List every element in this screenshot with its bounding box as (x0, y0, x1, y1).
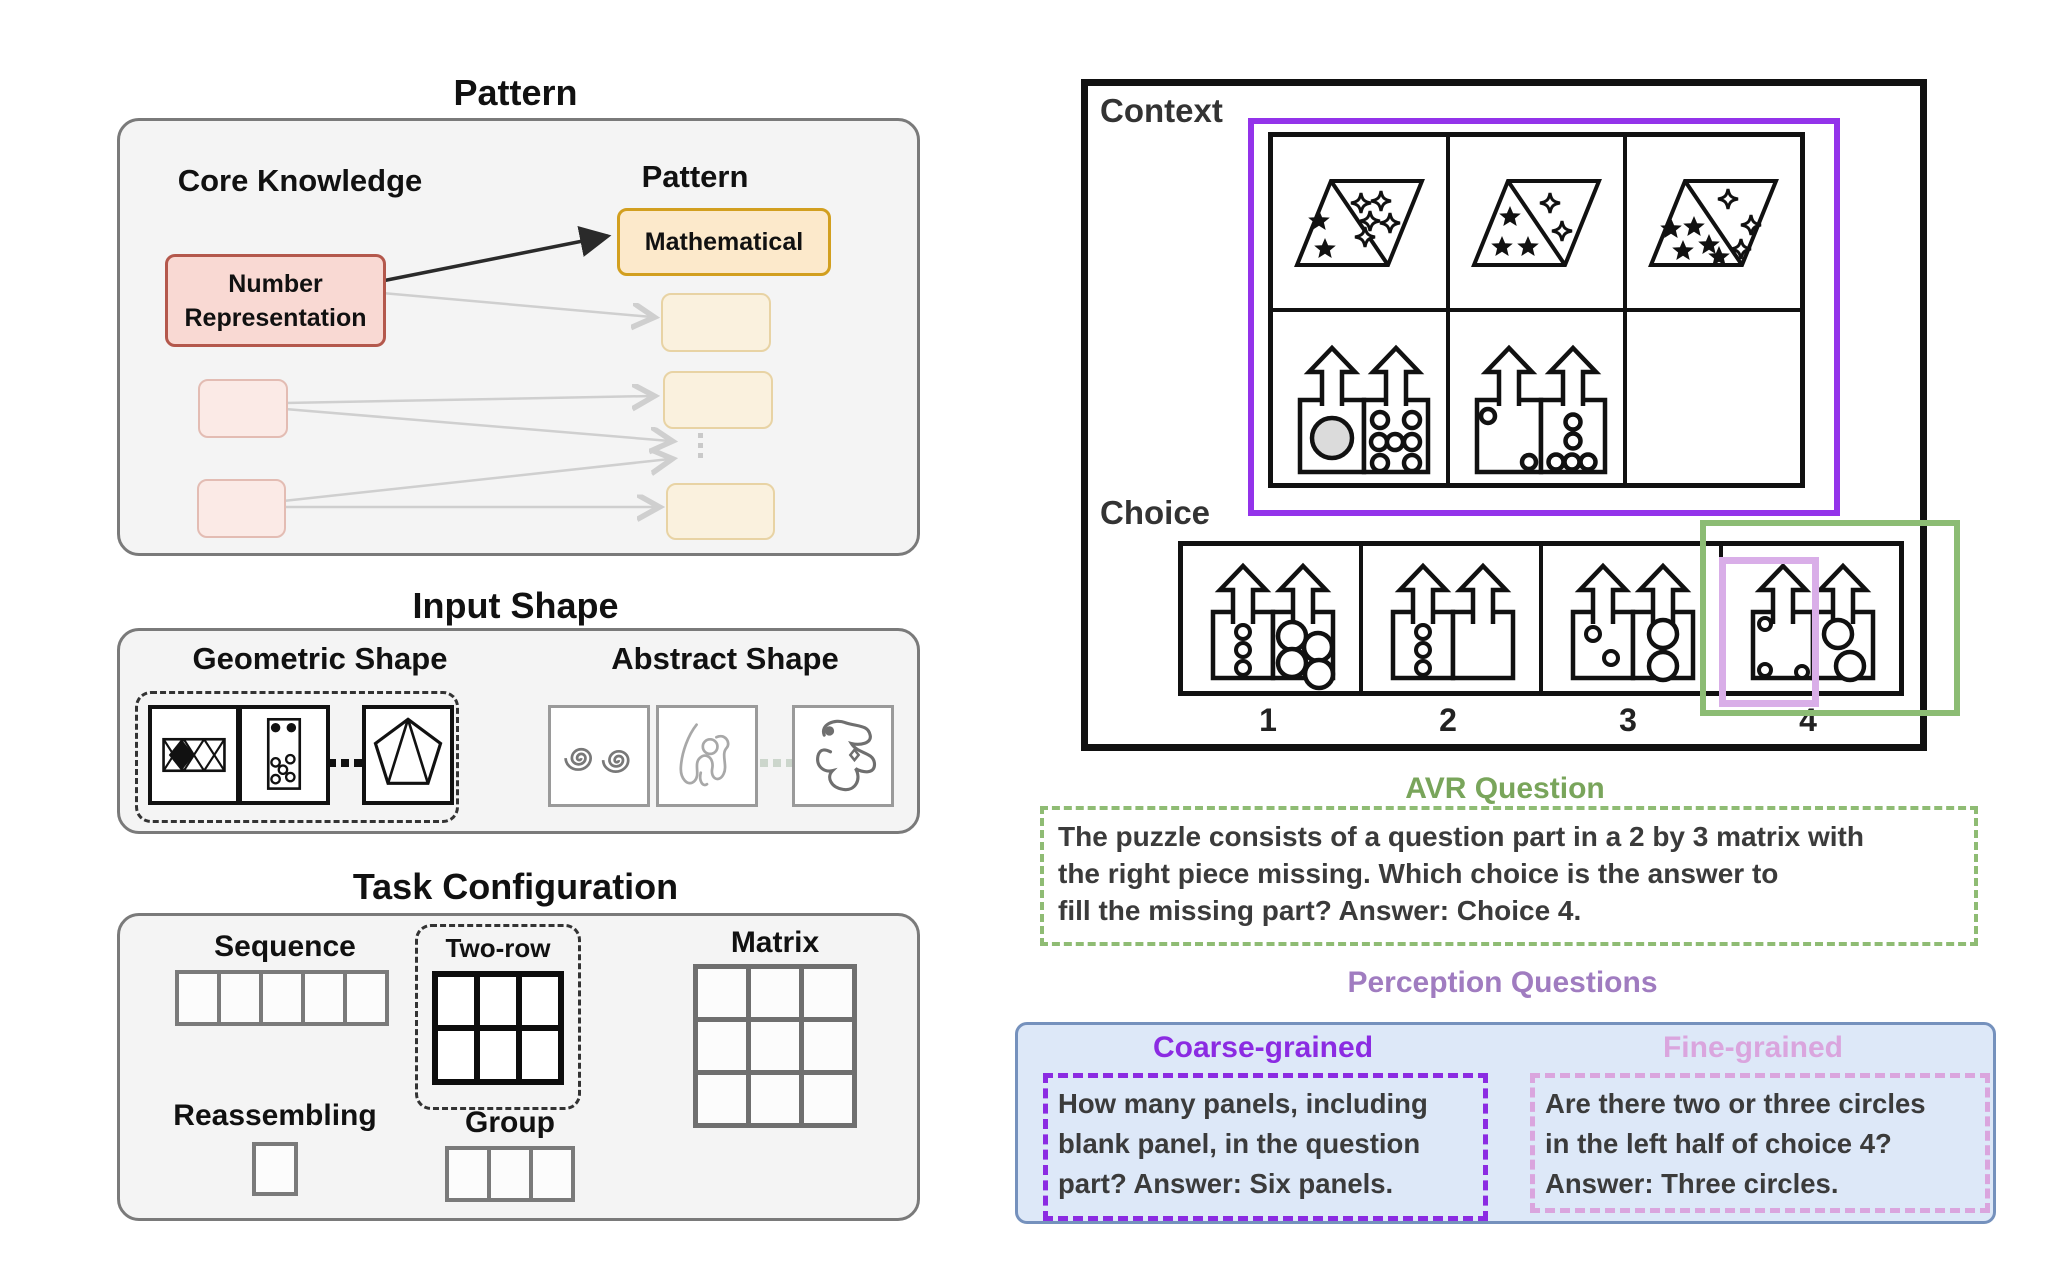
avr-question-title: AVR Question (1405, 772, 1605, 805)
context-panel-1 (1273, 137, 1446, 308)
answer-green-frame (1700, 520, 1960, 716)
arrow-core-to-mathematical (381, 226, 612, 283)
fine-line2: in the left half of choice 4? (1545, 1128, 1892, 1159)
coarse-line2: blank panel, in the question (1058, 1128, 1421, 1159)
fine-line3: Answer: Three circles. (1545, 1168, 1839, 1199)
context-purple-frame (1248, 118, 1840, 516)
vertical-ellipsis-dots (698, 433, 703, 458)
choice-label: Choice (1100, 494, 1211, 531)
coarse-line3: part? Answer: Six panels. (1058, 1168, 1394, 1199)
choice-strip (1178, 541, 1904, 696)
avr-question-line2: the right piece missing. Which choice is… (1058, 858, 1779, 889)
two-row-group-border: Two-row (415, 924, 581, 1110)
fine-line1: Are there two or three circles (1545, 1088, 1926, 1119)
choice-number-2: 2 (1439, 702, 1457, 738)
context-matrix (1268, 132, 1805, 488)
sequence-grid (175, 970, 389, 1026)
task-configuration-panel: Sequence Two-row Matrix Reassembling Gro… (117, 913, 920, 1221)
geometric-tile-crosses-icon (148, 705, 240, 805)
choice-panel-4 (1723, 546, 1899, 691)
coarse-grained-title: Coarse-grained (1152, 1031, 1374, 1064)
arrow-faded-pink2-a (282, 459, 670, 503)
pattern-section-title: Pattern (453, 72, 578, 113)
two-row-label: Two-row (445, 933, 551, 963)
coarse-line1: How many panels, including (1058, 1088, 1428, 1119)
avr-question-line1: The puzzle consists of a question part i… (1058, 821, 1864, 852)
abstract-tile-doodle-icon (792, 705, 894, 807)
coarse-grained-box: How many panels, including blank panel, … (1043, 1073, 1488, 1221)
geometric-shape-header: Geometric Shape (192, 641, 448, 676)
geometric-tile-dots-icon (238, 705, 330, 805)
pattern-arrows (282, 226, 917, 553)
context-panel-4 (1273, 312, 1446, 483)
context-panel-5 (1450, 312, 1623, 483)
avr-question-line3: fill the missing part? Answer: Choice 4. (1058, 895, 1582, 926)
choice-number-1: 1 (1259, 702, 1277, 738)
puzzle-outer-box: Context (1081, 79, 1927, 751)
context-panel-2 (1450, 137, 1623, 308)
perception-questions-title: Perception Questions (1347, 966, 1658, 999)
core-node-number-representation: Number Representation (165, 254, 386, 347)
fine-grained-box: Are there two or three circles in the le… (1530, 1073, 1990, 1213)
core-knowledge-header: Core Knowledge (177, 163, 423, 198)
choice-panel-1 (1183, 546, 1359, 691)
geometric-shape-group-border (135, 691, 459, 823)
choice-number-3: 3 (1619, 702, 1637, 738)
arrow-core-to-faded1 (381, 291, 652, 317)
fine-grained-lavender-frame (1719, 557, 1819, 707)
reassembling-label: Reassembling (173, 1099, 377, 1132)
task-configuration-section-title: Task Configuration (352, 866, 679, 907)
input-shape-panel: Geometric Shape Abstract Shape (117, 628, 920, 834)
sequence-label: Sequence (214, 930, 356, 963)
arrow-faded-pink1-a (284, 396, 652, 403)
reassembling-square (252, 1142, 298, 1196)
arrow-faded-pink1-b (284, 407, 670, 441)
fine-grained-title: Fine-grained (1662, 1031, 1843, 1064)
group-label: Group (465, 1106, 555, 1139)
perception-panel: Coarse-grained How many panels, includin… (1015, 1022, 1996, 1224)
context-label: Context (1100, 92, 1223, 129)
choice-panel-2 (1363, 546, 1539, 691)
pattern-panel: Core Knowledge Pattern Number Representa… (117, 118, 920, 556)
choice-panel-3 (1543, 546, 1719, 691)
core-node-line1: Number (228, 269, 323, 298)
abstract-ellipsis-dots (760, 759, 794, 767)
abstract-tile-spirals-icon (548, 705, 650, 807)
pattern-node-faded-1 (661, 293, 771, 352)
core-node-faded-1 (198, 379, 288, 438)
context-panel-3 (1627, 137, 1800, 308)
input-shape-section-title: Input Shape (412, 585, 619, 626)
matrix-grid (693, 964, 857, 1128)
avr-question-box: The puzzle consists of a question part i… (1040, 806, 1978, 946)
context-panel-6-blank (1627, 312, 1800, 483)
core-node-faded-2 (197, 479, 286, 538)
matrix-label: Matrix (730, 926, 820, 959)
pattern-node-label: Mathematical (644, 228, 804, 256)
abstract-shape-header: Abstract Shape (611, 641, 839, 676)
core-node-line2: Representation (184, 303, 367, 332)
pattern-column-header: Pattern (641, 159, 749, 194)
pattern-node-mathematical: Mathematical (617, 208, 831, 276)
two-row-grid (432, 971, 564, 1085)
geometric-tile-pentagon-icon (362, 705, 454, 805)
abstract-tile-squiggle-icon (656, 705, 758, 807)
geometric-ellipsis-dots (328, 759, 362, 767)
pattern-node-faded-3 (666, 483, 775, 540)
group-grid (445, 1146, 575, 1202)
pattern-node-faded-2 (663, 371, 773, 429)
